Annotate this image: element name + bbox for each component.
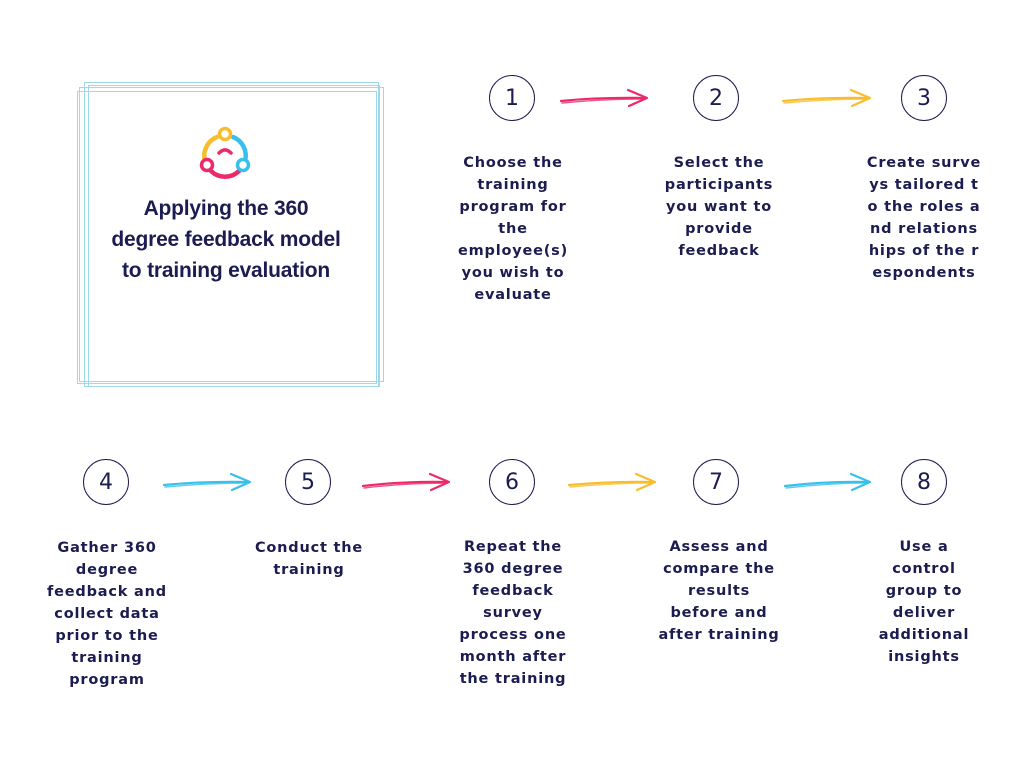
arrow-1-to-2 [559,88,649,108]
diagram-title: Applying the 360 degree feedback model t… [111,197,341,282]
step-6-circle: 6 [489,459,535,505]
arrow-7-to-8 [783,472,872,492]
step-6-text: Repeat the 360 degree feedback survey pr… [459,539,567,687]
title-card-frame [79,87,384,382]
three-people-cycle-icon [199,126,251,179]
step-4-circle: 4 [83,459,129,505]
step-2-circle: 2 [693,75,739,121]
step-7-circle: 7 [693,459,739,505]
step-7-text: Assess and compare the results before an… [658,539,780,643]
step-1-circle: 1 [489,75,535,121]
step-1-text: Choose the training program for the empl… [457,155,569,303]
title-card-frame [77,91,377,384]
step-4-text: Gather 360 degree feedback and collect d… [47,540,167,688]
step-3-text: Create surveys tailored to the roles and… [866,155,982,281]
step-5-text: Conduct the training [254,540,364,578]
arrow-2-to-3 [781,88,872,108]
arrow-5-to-6 [361,472,451,492]
arrow-6-to-7 [567,472,657,492]
arrow-4-to-5 [162,472,252,492]
step-8-circle: 8 [901,459,947,505]
step-8-text: Use a control group to deliver additiona… [878,539,970,665]
step-2-text: Select the participants you want to prov… [664,155,774,259]
step-5-circle: 5 [285,459,331,505]
step-3-circle: 3 [901,75,947,121]
title-card-frame [88,85,380,387]
